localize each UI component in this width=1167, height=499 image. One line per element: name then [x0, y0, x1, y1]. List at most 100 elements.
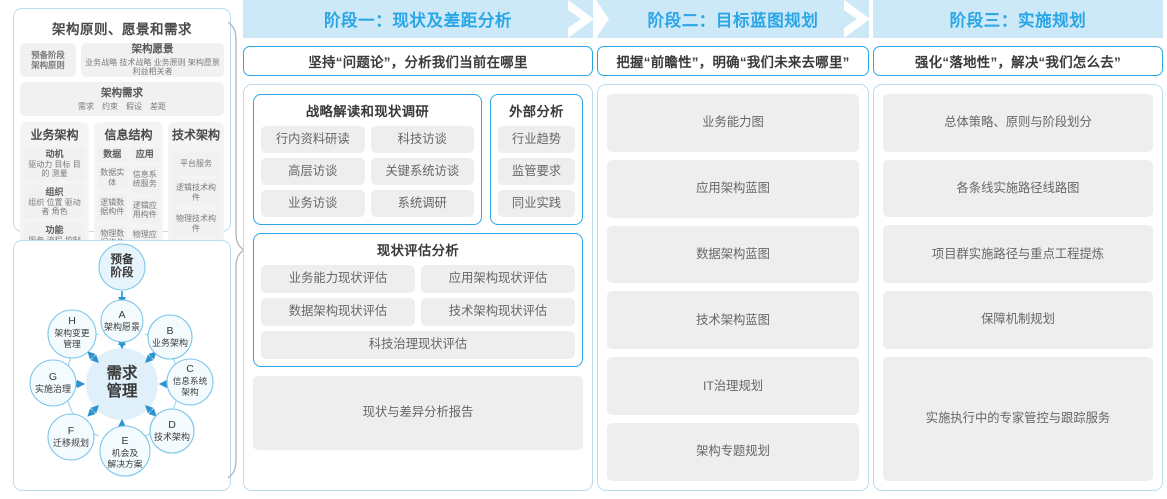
- node-prep: [98, 243, 146, 291]
- cell-items: 驱动力 目标 目的 测量: [28, 159, 81, 179]
- svg-text:阶段: 阶段: [111, 265, 134, 279]
- svg-text:架构变更: 架构变更: [54, 327, 89, 338]
- svg-text:信息系统: 信息系统: [173, 375, 208, 386]
- togaf-col-information: 信息结构 数据 数据实体 逻辑数据构件: [94, 122, 163, 262]
- subcol-head: 数据: [98, 147, 127, 162]
- phase-2-items: 业务能力图 应用架构蓝图 数据架构蓝图 技术架构蓝图 IT治理规划 架构专题规划: [607, 94, 859, 481]
- togaf-prep-line1: 预备阶段: [31, 49, 65, 60]
- svg-text:H: H: [68, 315, 76, 327]
- subcol-title: 数据: [103, 149, 122, 159]
- pill-item[interactable]: 各条线实施路径线路图: [883, 159, 1153, 218]
- togaf-cell-data-entity: 数据实体: [98, 165, 127, 190]
- pill-item[interactable]: 科技治理现状评估: [261, 331, 575, 359]
- svg-text:B: B: [166, 325, 173, 337]
- pill-item[interactable]: 实施执行中的专家管控与跟踪服务: [883, 356, 1153, 481]
- node-c: [166, 358, 214, 406]
- togaf-cell-logical-app: 逻辑应用构件: [130, 196, 159, 224]
- phase-1-banner-label: 阶段一：现状及差距分析: [323, 12, 513, 30]
- svg-text:架构: 架构: [181, 386, 199, 397]
- togaf-cell-physical-tech: 物理技术构件: [172, 210, 220, 237]
- svg-text:F: F: [68, 425, 74, 437]
- pill-item[interactable]: 数据架构蓝图: [607, 225, 859, 284]
- svg-text:D: D: [168, 419, 176, 431]
- togaf-vision-box: 架构愿景 业务战略 技术战略 业务原则 架构愿景 利益相关者: [81, 43, 224, 77]
- pill-item[interactable]: 项目群实施路径与重点工程提炼: [883, 225, 1153, 284]
- node-f: [47, 413, 95, 461]
- pill-item[interactable]: 应用架构现状评估: [421, 265, 575, 293]
- pill-item[interactable]: 行业趋势: [498, 126, 575, 153]
- togaf-req-items: 需求 约束 假设 差距: [78, 101, 166, 111]
- pill-item[interactable]: 技术架构蓝图: [607, 291, 859, 350]
- svg-text:业务架构: 业务架构: [152, 337, 188, 348]
- chevron-right-icon: [844, 0, 870, 38]
- node-g: [29, 359, 77, 407]
- svg-text:迁移规划: 迁移规划: [53, 437, 89, 448]
- card-strategy-research: 战略解读和现状调研 行内资料研读 科技访谈 高层访谈 关键系统访谈 业务访谈 系: [253, 94, 482, 225]
- pill-item[interactable]: 同业实践: [498, 190, 575, 217]
- cell-title: 组织: [45, 186, 64, 197]
- pill-item[interactable]: 业务能力现状评估: [261, 265, 415, 293]
- togaf-cell-motivation: 动机 驱动力 目标 目的 测量: [24, 147, 85, 181]
- togaf-columns: 业务架构 动机 驱动力 目标 目的 测量 组织 组织 位置 驱动者 角色 功能 …: [20, 122, 224, 262]
- togaf-cell-logical-tech: 逻辑技术构件: [172, 179, 220, 206]
- phase-3-subtitle: 强化“落地性”，解决“我们怎么去”: [873, 46, 1163, 76]
- phase-1-column: 阶段一：现状及差距分析 坚持“问题论”，分析我们当前在哪里 战略解读和现状调研 …: [243, 0, 594, 491]
- adm-cycle-diagram: 需求 管理 预备 阶段: [29, 243, 214, 477]
- phase-3-banner-label: 阶段三：实施规划: [949, 12, 1087, 30]
- phase-2-body: 业务能力图 应用架构蓝图 数据架构蓝图 技术架构蓝图 IT治理规划 架构专题规划: [597, 84, 869, 491]
- center-circle: [86, 348, 158, 420]
- svg-text:技术架构: 技术架构: [154, 431, 190, 442]
- node-e: [99, 425, 151, 477]
- subcol-title: 应用: [135, 149, 154, 159]
- pill-item[interactable]: 关键系统访谈: [370, 158, 474, 185]
- togaf-vision-row: 预备阶段 架构原则 架构愿景 业务战略 技术战略 业务原则 架构愿景 利益相关者: [20, 43, 224, 77]
- togaf-information-subcolumns: 数据 数据实体 逻辑数据构件 物理数据构件: [98, 147, 159, 252]
- phase-3-body: 总体策略、原则与阶段划分 各条线实施路径线路图 项目群实施路径与重点工程提炼 保…: [873, 84, 1163, 491]
- phase-1-subtitle: 坚持“问题论”，分析我们当前在哪里: [243, 46, 593, 76]
- pill-item[interactable]: 应用架构蓝图: [607, 159, 859, 218]
- pill-item[interactable]: IT治理规划: [607, 357, 859, 416]
- card-external-analysis-title: 外部分析: [509, 104, 564, 119]
- togaf-vision-title: 架构愿景: [131, 42, 174, 55]
- pill-item[interactable]: 系统调研: [370, 190, 474, 217]
- togaf-cell-logical-data: 逻辑数据构件: [98, 193, 127, 221]
- phase-2-banner-label: 阶段二：目标蓝图规划: [647, 12, 819, 30]
- pill-item[interactable]: 数据架构现状评估: [261, 298, 415, 326]
- node-a: [100, 299, 144, 343]
- phase-1-top-row: 战略解读和现状调研 行内资料研读 科技访谈 高层访谈 关键系统访谈 业务访谈 系: [253, 94, 583, 225]
- phase-1-banner: 阶段一：现状及差距分析: [243, 0, 594, 38]
- adm-cycle-panel: 需求 管理 预备 阶段: [13, 240, 231, 491]
- pill-item[interactable]: 科技访谈: [370, 126, 474, 153]
- card-strategy-research-title: 战略解读和现状调研: [305, 104, 430, 119]
- card-external-analysis-items: 行业趋势 监管要求 同业实践: [498, 126, 575, 217]
- node-h: [47, 309, 97, 359]
- node-b: [147, 314, 193, 360]
- card-strategy-research-items: 行内资料研读 科技访谈 高层访谈 关键系统访谈 业务访谈 系统调研: [261, 126, 474, 217]
- phase-1-report-card[interactable]: 现状与差异分析报告: [253, 376, 583, 450]
- pill-item[interactable]: 高层访谈: [261, 158, 365, 185]
- pill-item[interactable]: 监管要求: [498, 158, 575, 185]
- pill-item[interactable]: 业务能力图: [607, 94, 859, 152]
- svg-text:机会及: 机会及: [112, 447, 139, 458]
- svg-text:实施治理: 实施治理: [35, 383, 71, 394]
- togaf-col-business-head: 业务架构: [30, 128, 79, 142]
- pill-item[interactable]: 业务访谈: [261, 190, 365, 217]
- phase-3-banner: 阶段三：实施规划: [873, 0, 1163, 38]
- svg-text:预备: 预备: [111, 252, 134, 266]
- pill-item[interactable]: 技术架构现状评估: [421, 298, 575, 326]
- togaf-requirements-box: 架构需求 需求 约束 假设 差距: [20, 82, 224, 116]
- pill-item[interactable]: 架构专题规划: [607, 423, 859, 481]
- svg-text:A: A: [118, 309, 125, 321]
- togaf-col-technology-head: 技术架构: [172, 128, 221, 142]
- pill-item[interactable]: 行内资料研读: [261, 126, 365, 153]
- svg-text:E: E: [121, 435, 128, 447]
- phase-3-column: 阶段三：实施规划 强化“落地性”，解决“我们怎么去” 总体策略、原则与阶段划分 …: [873, 0, 1163, 491]
- card-current-assessment-title: 现状评估分析: [376, 243, 460, 258]
- cell-title: 动机: [45, 149, 64, 159]
- pill-item[interactable]: 保障机制规划: [883, 291, 1153, 349]
- pill-item[interactable]: 总体策略、原则与阶段划分: [883, 94, 1153, 152]
- togaf-col-information-head: 信息结构: [104, 128, 153, 142]
- togaf-prep-box: 预备阶段 架构原则: [20, 43, 76, 77]
- togaf-cell-is-service: 信息系统服务: [130, 165, 159, 193]
- phase-2-subtitle: 把握“前瞻性”，明确“我们未来去哪里”: [597, 46, 869, 76]
